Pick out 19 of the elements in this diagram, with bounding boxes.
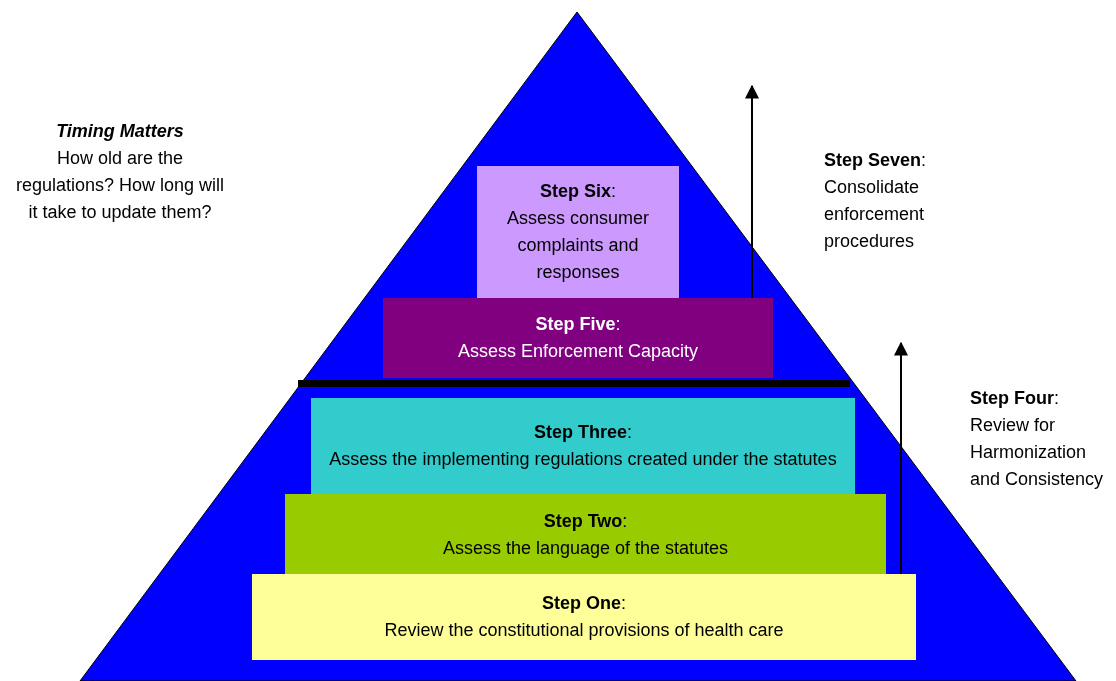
step-heading: Step One: (542, 592, 626, 615)
note-text: How old are the regulations? How long will it take to update them? (15, 147, 225, 224)
step-description: Assess the implementing regulations created under the statutes (329, 448, 837, 471)
step-heading: Step Six: (539, 180, 616, 203)
step-box (383, 298, 773, 378)
step-box (285, 494, 886, 576)
note-heading: Timing Matters (55, 120, 185, 143)
step-description: Assess consumer complaints and responses (505, 207, 651, 284)
step-heading: Step Three: (533, 421, 632, 444)
step-box (311, 398, 855, 494)
step-heading: Step Five: (535, 313, 621, 336)
step-description: Assess Enforcement Capacity (457, 340, 699, 363)
step-box (252, 574, 916, 660)
step-heading: Step Two: (543, 510, 628, 533)
step-box (477, 166, 679, 298)
step-description: Review the constitutional provisions of health care (384, 619, 784, 642)
step-description: Assess the language of the statutes (442, 537, 729, 560)
step-note: Step Seven: Consolidate enforcement procedures (824, 149, 928, 253)
step-note: Step Four: Review for Harmonization and Consistency (970, 387, 1105, 491)
